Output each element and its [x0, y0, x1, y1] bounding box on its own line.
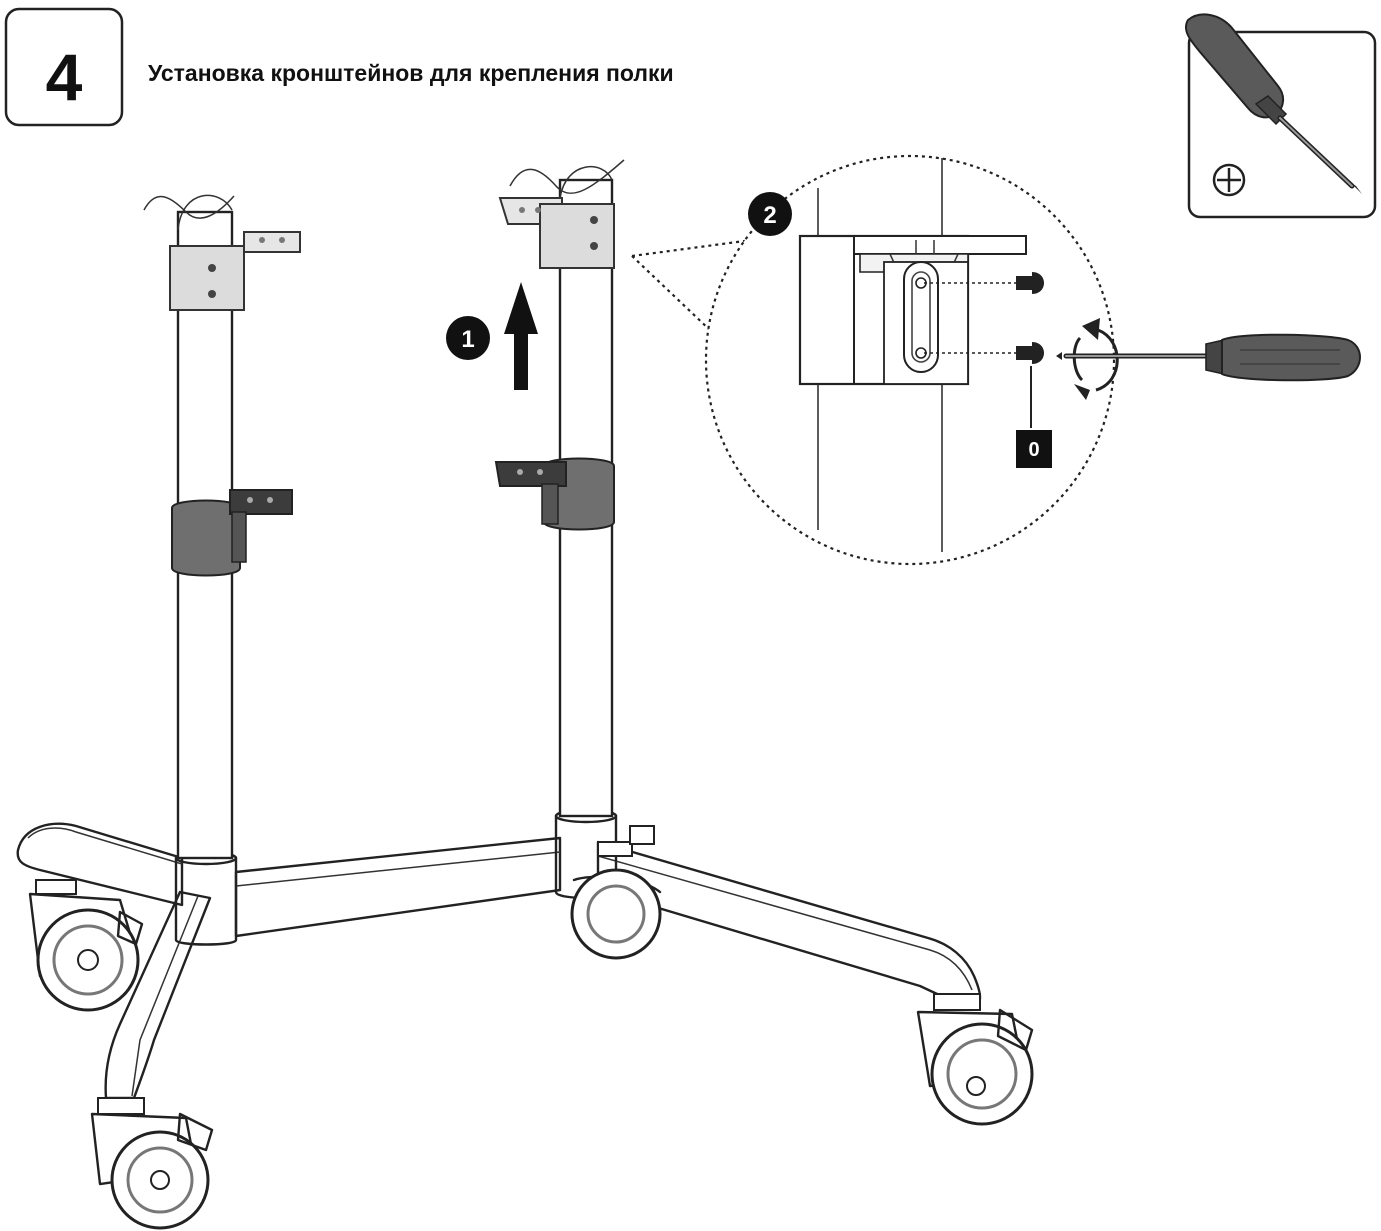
screwdriver-icon: [1056, 333, 1361, 382]
rotate-clockwise-icon: [1072, 318, 1119, 400]
caster-back-left: [28, 879, 144, 1012]
screw-lower-icon: [924, 342, 1044, 428]
callout-2-badge: 2: [748, 192, 792, 236]
left-pole: [143, 194, 301, 860]
phillips-screwdriver-icon: [1184, 13, 1362, 194]
callout-2-number: 2: [763, 202, 776, 229]
stand-base: [16, 808, 982, 1100]
step-number: 4: [46, 40, 83, 114]
part-label-number: 0: [1028, 439, 1039, 461]
upper-bracket-right: [498, 197, 615, 269]
lower-bracket-left: [171, 489, 293, 577]
upper-bracket-left: [169, 231, 301, 311]
right-pole: [494, 159, 625, 818]
lower-bracket-right: [494, 457, 615, 531]
callout-1-number: 1: [461, 326, 474, 353]
caster-back-right: [570, 825, 662, 960]
caster-front-left: [90, 1097, 214, 1230]
part-label-box: 0: [1016, 430, 1052, 468]
tool-box: [1184, 13, 1377, 219]
caster-front-right: [916, 993, 1034, 1126]
detail-magnifier: 2 0: [631, 154, 1119, 566]
move-up-arrow-icon: [504, 282, 538, 390]
step-number-box: 4: [4, 7, 124, 127]
phillips-plus-icon: [1212, 163, 1246, 197]
step-title: Установка кронштейнов для крепления полк…: [148, 60, 674, 86]
callout-1-badge: 1: [446, 316, 490, 360]
detail-bracket: [798, 234, 1027, 386]
screw-upper-icon: [924, 272, 1044, 294]
